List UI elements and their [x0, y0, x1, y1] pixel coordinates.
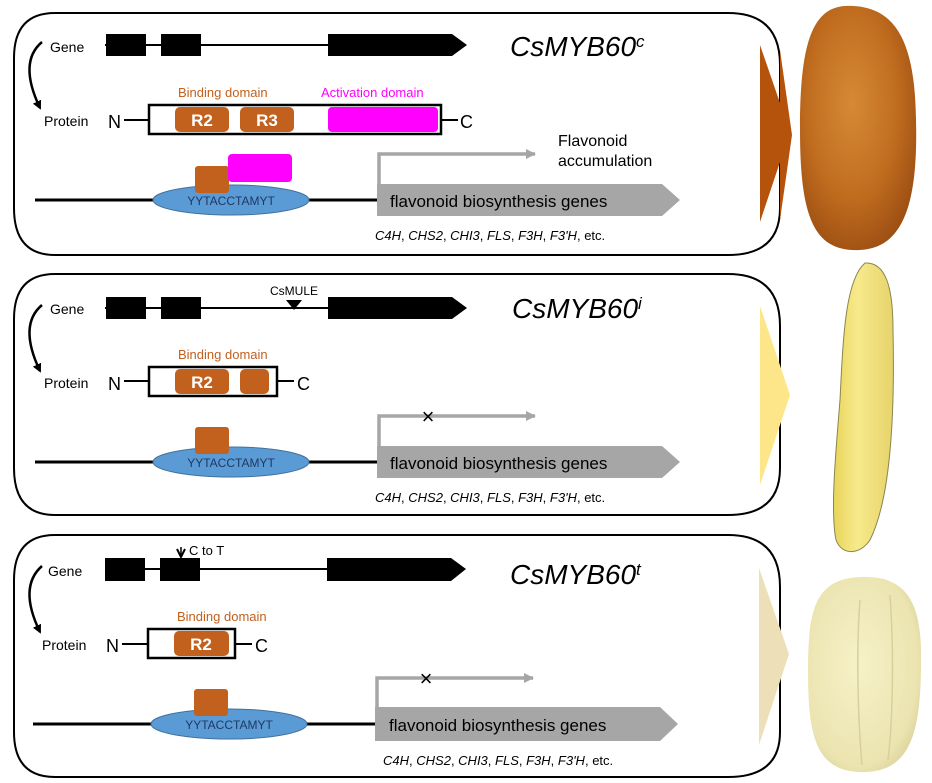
target-genes-label: flavonoid biosynthesis genes — [390, 192, 607, 211]
exon-2 — [161, 297, 201, 319]
exon-3 — [328, 297, 467, 319]
domain-r3 — [240, 107, 294, 132]
cis-element — [150, 708, 308, 740]
domain-r3-label: R3 — [256, 111, 278, 130]
flavonoid-accumulation-line1: Flavonoid — [558, 133, 627, 150]
domain-truncated — [240, 369, 269, 394]
protein-label: Protein — [44, 375, 88, 391]
fruit-yellow — [832, 262, 894, 553]
transcription-arrow — [377, 149, 536, 184]
phenotype-arrow — [759, 568, 789, 745]
binding-domain-label: Binding domain — [178, 347, 268, 362]
domain-r2-label: R2 — [190, 635, 212, 654]
binding-domain-label: Binding domain — [177, 609, 267, 624]
transcription-arrow — [375, 673, 534, 707]
gene-model — [105, 547, 466, 581]
gene-label: Gene — [50, 39, 84, 55]
gene-to-protein-arrow — [28, 565, 43, 634]
exon-1 — [105, 558, 145, 581]
gene-model — [105, 297, 467, 319]
n-terminus: N — [108, 112, 121, 132]
insertion-label: CsMULE — [270, 284, 318, 298]
exon-3 — [327, 558, 466, 581]
cis-element-label: YYTACCTAMYT — [187, 456, 275, 470]
gene-to-protein-arrow — [28, 41, 43, 110]
panel-allele-i: CsMULE Gene Protein N R2 C Binding domai… — [13, 262, 894, 553]
n-terminus: N — [106, 636, 119, 656]
activation-domain — [328, 107, 438, 132]
blocked-mark-icon: × — [422, 404, 435, 429]
bound-myb-domain — [194, 689, 228, 716]
phenotype-arrow — [760, 306, 790, 485]
exon-1 — [106, 34, 146, 56]
target-gene-list: C4H, CHS2, CHI3, FLS, F3H, F3'H, etc. — [375, 228, 605, 243]
protein-label: Protein — [42, 637, 86, 653]
c-terminus: C — [460, 112, 473, 132]
activation-domain-label: Activation domain — [321, 85, 424, 100]
fruit-cream — [808, 576, 922, 773]
allele-title: CsMYB60t — [510, 559, 642, 590]
snp-label: C to T — [189, 543, 224, 558]
allele-title: CsMYB60i — [512, 293, 643, 324]
gene-to-protein-arrow — [28, 304, 43, 373]
insertion-marker-icon — [286, 300, 302, 310]
exon-2 — [161, 34, 201, 56]
c-terminus: C — [255, 636, 268, 656]
transcription-arrow — [377, 411, 536, 446]
target-gene-list: C4H, CHS2, CHI3, FLS, F3H, F3'H, etc. — [383, 753, 613, 768]
bound-myb-domain — [195, 427, 229, 454]
flavonoid-accumulation-line2: accumulation — [558, 153, 652, 170]
domain-r2-label: R2 — [191, 111, 213, 130]
gene-model — [105, 34, 467, 56]
allele-title: CsMYB60c — [510, 31, 645, 62]
panel-allele-c: Gene Protein N R2 R3 C Binding domain Ac… — [13, 5, 917, 256]
domain-r2 — [174, 631, 229, 656]
cis-element — [152, 184, 310, 216]
target-genes-label: flavonoid biosynthesis genes — [390, 454, 607, 473]
domain-r2-label: R2 — [191, 373, 213, 392]
gene-label: Gene — [50, 301, 84, 317]
gene-label: Gene — [48, 563, 82, 579]
cis-element-label: YYTACCTAMYT — [187, 194, 275, 208]
bound-myb-domain — [195, 166, 229, 193]
n-terminus: N — [108, 374, 121, 394]
exon-3 — [328, 34, 467, 56]
phenotype-arrow-body — [760, 45, 790, 222]
exon-2 — [160, 558, 200, 581]
cis-element — [152, 446, 310, 478]
bound-activation-domain — [228, 154, 292, 182]
c-terminus: C — [297, 374, 310, 394]
target-genes-label: flavonoid biosynthesis genes — [389, 716, 606, 735]
fruit-brown — [800, 5, 917, 251]
target-genes-block — [377, 184, 680, 216]
target-genes-block — [377, 446, 680, 478]
protein-label: Protein — [44, 113, 88, 129]
domain-r2 — [175, 369, 229, 394]
panel-allele-t: C to T Gene Protein N R2 C Binding domai… — [13, 534, 922, 778]
domain-r2 — [175, 107, 229, 132]
binding-domain-label: Binding domain — [178, 85, 268, 100]
exon-1 — [106, 297, 146, 319]
target-gene-list: C4H, CHS2, CHI3, FLS, F3H, F3'H, etc. — [375, 490, 605, 505]
target-genes-block — [375, 707, 678, 741]
cis-element-label: YYTACCTAMYT — [185, 718, 273, 732]
blocked-mark-icon: × — [420, 666, 433, 691]
